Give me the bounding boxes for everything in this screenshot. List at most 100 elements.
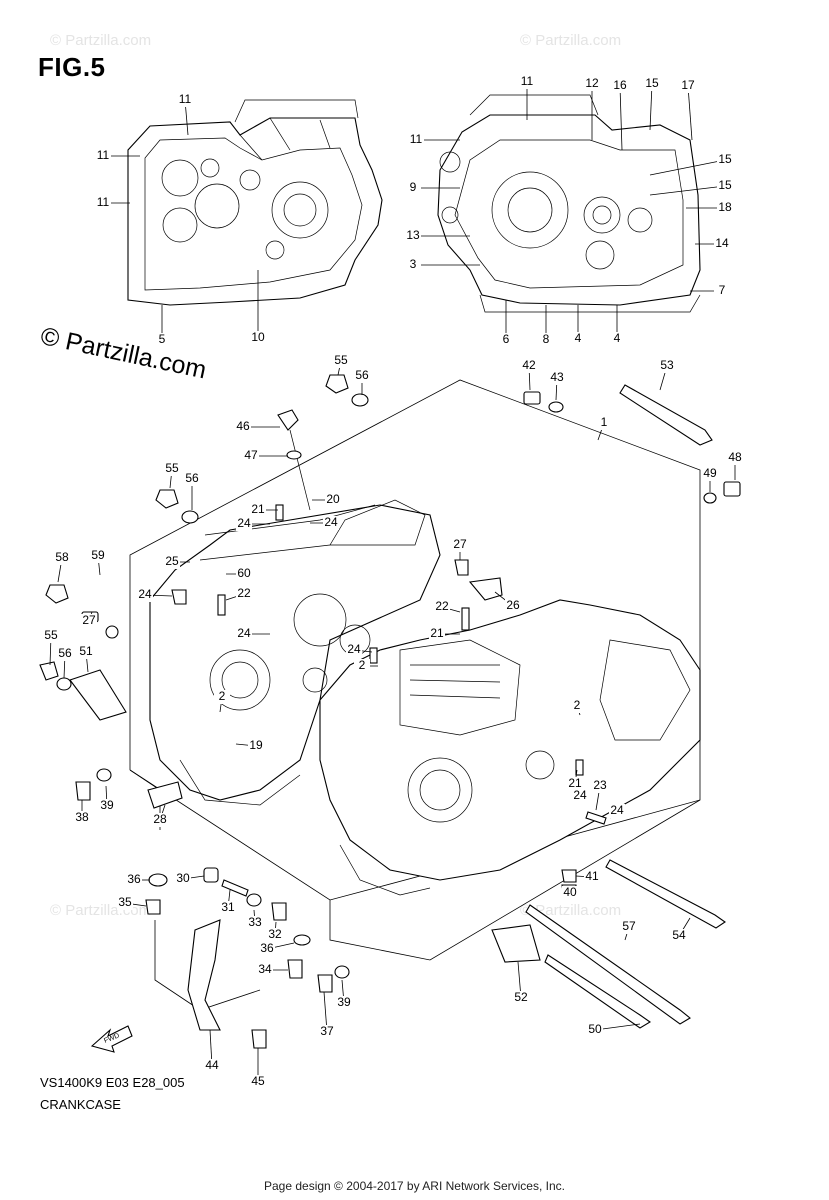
callout-number: 33 xyxy=(248,915,262,929)
callout-number: 56 xyxy=(355,368,369,382)
callout-number: 20 xyxy=(326,492,340,506)
callout-number: 24 xyxy=(324,515,338,529)
callout-number: 49 xyxy=(703,466,717,480)
callout-label-background xyxy=(644,77,660,91)
callout-label-background xyxy=(250,503,266,517)
callout-number: 11 xyxy=(179,92,192,106)
callout-number: 30 xyxy=(176,871,190,885)
callout-number: 27 xyxy=(453,537,467,551)
callout-number: 55 xyxy=(165,461,179,475)
callout-label-background xyxy=(549,371,565,385)
callout-number: 37 xyxy=(320,1024,334,1038)
callout-number: 57 xyxy=(622,919,636,933)
callout-label-background xyxy=(90,549,106,563)
callout-label-background xyxy=(250,331,266,345)
callout-leader-line xyxy=(649,159,726,176)
callout-label-background xyxy=(95,149,111,163)
callout-number: 25 xyxy=(165,554,179,568)
callout-number: 34 xyxy=(258,962,272,976)
callout-number: 42 xyxy=(522,358,536,372)
callout-leader-line xyxy=(687,85,693,141)
callout-label-background xyxy=(184,472,200,486)
callout-label-background xyxy=(214,690,230,704)
callout-number: 43 xyxy=(550,370,564,384)
callout-label-background xyxy=(325,493,341,507)
callout-number: 22 xyxy=(435,599,449,613)
callout-number: 10 xyxy=(251,330,265,344)
callout-number: 2 xyxy=(359,658,366,672)
callout-leader-line xyxy=(649,83,653,131)
callout-label-background xyxy=(236,567,252,581)
callout-number: 58 xyxy=(55,550,69,564)
callout-number: 2 xyxy=(574,698,581,712)
svg-text:© Partzilla.com: © Partzilla.com xyxy=(520,32,621,49)
background-watermarks: © Partzilla.com © Partzilla.com © Partzi… xyxy=(50,32,621,919)
crankcase-left-assembled xyxy=(149,499,441,806)
callout-label-background xyxy=(74,811,90,825)
callout-number: 46 xyxy=(236,419,250,433)
callout-number: 21 xyxy=(568,776,582,790)
callout-number: 4 xyxy=(575,331,582,345)
callout-number: 59 xyxy=(91,548,105,562)
callout-label-background xyxy=(99,799,115,813)
callout-number: 24 xyxy=(138,587,152,601)
callout-label-background xyxy=(54,551,70,565)
callout-number: 8 xyxy=(543,332,550,346)
callout-label-background xyxy=(584,870,600,884)
figure-title: FIG.5 xyxy=(38,52,106,82)
callout-number: 19 xyxy=(249,738,263,752)
callout-label-background xyxy=(405,181,421,195)
model-code: VS1400K9 E03 E28_005 xyxy=(40,1075,185,1090)
callout-number: 12 xyxy=(585,76,599,90)
part-group-title: CRANKCASE xyxy=(40,1097,121,1112)
callout-label-background xyxy=(247,916,263,930)
callout-number: 40 xyxy=(563,885,577,899)
callout-label-background xyxy=(505,599,521,613)
callout-number: 2 xyxy=(219,689,226,703)
callout-number: 51 xyxy=(79,644,93,658)
callout-label-background xyxy=(569,699,585,713)
callout-label-background xyxy=(204,1059,220,1073)
callout-number: 21 xyxy=(251,502,265,516)
callout-number: 36 xyxy=(260,941,274,955)
callout-number: 54 xyxy=(672,928,686,942)
callout-label-background xyxy=(126,873,142,887)
callout-label-background xyxy=(567,777,583,791)
callout-label-background xyxy=(267,928,283,942)
callout-number: 55 xyxy=(44,628,58,642)
callout-label-background xyxy=(659,359,675,373)
callout-label-background xyxy=(408,133,424,147)
callout-label-background xyxy=(95,196,111,210)
callout-label-background xyxy=(727,451,743,465)
callout-label-background xyxy=(680,79,696,93)
svg-text:© Partzilla.com: © Partzilla.com xyxy=(50,32,151,49)
callout-number: 52 xyxy=(514,990,528,1004)
callout-label-background xyxy=(621,920,637,934)
callout-label-background xyxy=(717,179,733,193)
callout-number: 39 xyxy=(100,798,114,812)
callout-number: 6 xyxy=(503,332,510,346)
callout-number: 3 xyxy=(410,257,417,271)
callout-number: 56 xyxy=(58,646,72,660)
callout-number: 22 xyxy=(237,586,251,600)
callout-number: 4 xyxy=(614,331,621,345)
callout-label-background xyxy=(164,462,180,476)
callout-label-background xyxy=(220,901,236,915)
callout-label-background xyxy=(323,516,339,530)
callout-label-background xyxy=(236,587,252,601)
callout-number: 11 xyxy=(97,148,110,162)
forward-direction-arrow: FWD xyxy=(90,1025,133,1053)
callout-number: 24 xyxy=(573,788,587,802)
callout-number: 56 xyxy=(185,471,199,485)
callout-label-background xyxy=(117,896,133,910)
callout-label-background xyxy=(164,555,180,569)
callout-number: 55 xyxy=(334,353,348,367)
callout-label-background xyxy=(137,588,153,602)
callout-label-background xyxy=(521,359,537,373)
callout-number: 38 xyxy=(75,810,89,824)
callout-label-background xyxy=(154,333,170,347)
callout-label-background xyxy=(243,449,259,463)
callout-number: 44 xyxy=(205,1058,219,1072)
